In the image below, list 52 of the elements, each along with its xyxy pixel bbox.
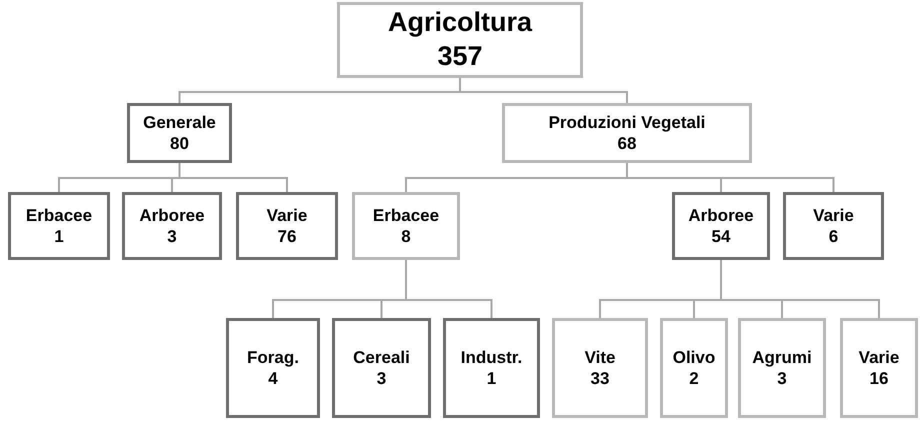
category-box xyxy=(660,318,728,418)
count-value: 54 xyxy=(712,226,730,248)
category-box xyxy=(8,192,110,260)
category-name: Olivo xyxy=(672,346,716,368)
category-name: Vite xyxy=(584,346,616,368)
category-name: Agricoltura xyxy=(388,6,532,40)
category-name: Varie xyxy=(858,346,900,368)
category-name: Arboree xyxy=(688,204,754,226)
connector-line xyxy=(178,163,288,192)
category-box xyxy=(127,103,232,163)
count-value: 1 xyxy=(486,368,496,390)
category-name: Produzioni Vegetali xyxy=(548,112,706,133)
count-value: 357 xyxy=(437,40,483,73)
category-box xyxy=(502,103,752,163)
count-value: 1 xyxy=(54,226,64,248)
category-box xyxy=(122,192,222,260)
count-value: 3 xyxy=(777,368,787,390)
category-box xyxy=(337,2,583,78)
category-box xyxy=(443,318,540,418)
category-name: Forag. xyxy=(247,346,299,368)
connector-line xyxy=(626,163,834,192)
count-value: 80 xyxy=(170,133,189,154)
category-name: Agrumi xyxy=(752,346,812,368)
category-name: Industr. xyxy=(460,346,522,368)
count-value: 76 xyxy=(278,226,296,248)
category-box xyxy=(552,318,648,418)
category-name: Varie xyxy=(813,204,854,226)
category-name: Erbacee xyxy=(26,204,92,226)
category-box xyxy=(783,192,884,260)
category-name: Arboree xyxy=(139,204,205,226)
category-box xyxy=(672,192,770,260)
count-value: 8 xyxy=(401,226,411,248)
connector-line xyxy=(459,78,628,103)
category-name: Cereali xyxy=(353,346,410,368)
category-name: Erbacee xyxy=(372,204,440,226)
count-value: 2 xyxy=(689,368,699,390)
count-value: 33 xyxy=(590,368,610,390)
category-box xyxy=(332,318,431,418)
count-value: 3 xyxy=(167,226,177,248)
count-value: 68 xyxy=(618,133,636,154)
count-value: 3 xyxy=(376,368,386,390)
category-name: Varie xyxy=(266,204,308,226)
category-box xyxy=(236,192,338,260)
category-box xyxy=(738,318,826,418)
count-value: 16 xyxy=(870,368,888,390)
category-box xyxy=(840,318,918,418)
category-box xyxy=(226,318,320,418)
connector-line xyxy=(405,260,492,318)
count-value: 6 xyxy=(828,226,838,248)
category-name: Generale xyxy=(143,112,216,133)
category-box xyxy=(352,192,460,260)
count-value: 4 xyxy=(268,368,278,390)
